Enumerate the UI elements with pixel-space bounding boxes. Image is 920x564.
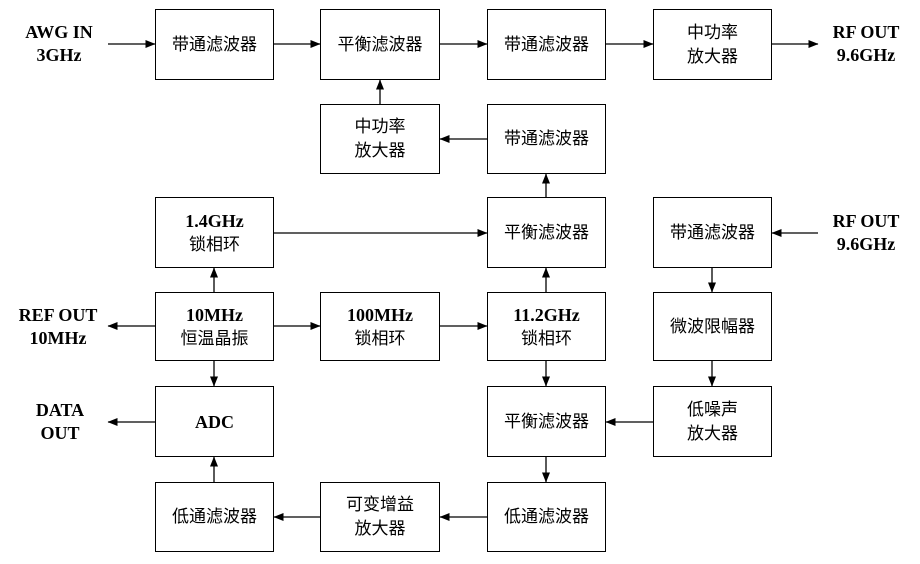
medium-power-amp-mid: 中功率放大器 <box>320 104 440 174</box>
microwave-limiter: 微波限幅器 <box>653 292 772 361</box>
variable-gain-amp: 可变增益放大器 <box>320 482 440 552</box>
balance-filter-top: 平衡滤波器 <box>320 9 440 80</box>
balance-filter-mid: 平衡滤波器 <box>487 197 606 268</box>
bandpass-filter-input: 带通滤波器 <box>155 9 274 80</box>
bandpass-filter-mid: 带通滤波器 <box>487 104 606 174</box>
lowpass-filter-left: 低通滤波器 <box>155 482 274 552</box>
balance-filter-low: 平衡滤波器 <box>487 386 606 457</box>
low-noise-amp: 低噪声放大器 <box>653 386 772 457</box>
bandpass-filter-top-2: 带通滤波器 <box>487 9 606 80</box>
medium-power-amp-top: 中功率放大器 <box>653 9 772 80</box>
lowpass-filter-right: 低通滤波器 <box>487 482 606 552</box>
adc: ADC <box>155 386 274 457</box>
bandpass-filter-rx: 带通滤波器 <box>653 197 772 268</box>
